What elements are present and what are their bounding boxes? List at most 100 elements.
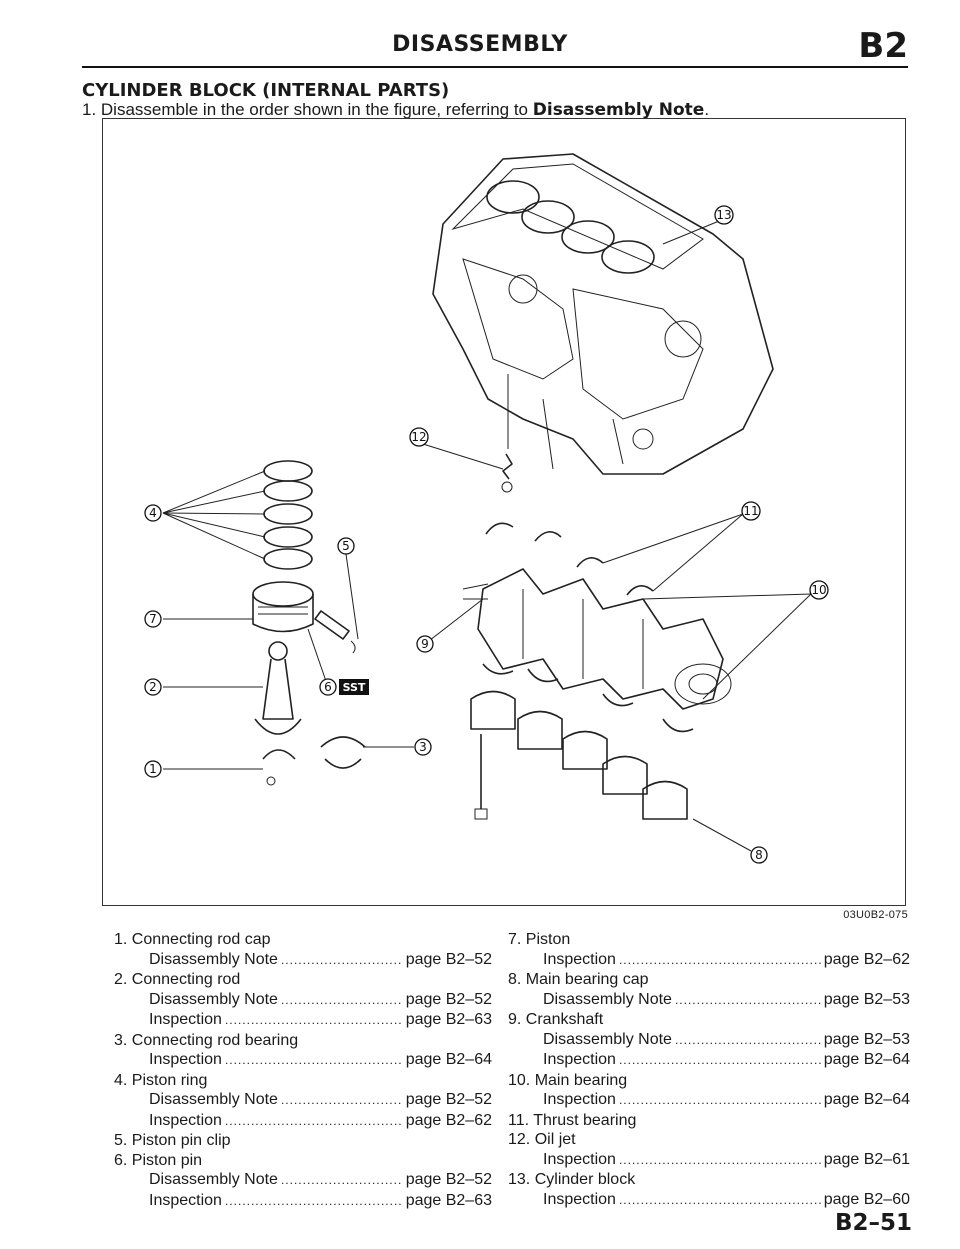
svg-text:3: 3 (419, 740, 427, 754)
instruction-suffix: . (704, 100, 710, 119)
reference-page: page B2–64 (405, 1051, 492, 1068)
part-number: 9. (508, 1011, 522, 1028)
svg-text:10: 10 (811, 583, 826, 597)
reference-label: Disassembly Note (543, 1030, 672, 1048)
callout-6: 6 (319, 678, 337, 696)
part-reference: Disassembly Notepage B2–52 (114, 990, 492, 1011)
part-item: 8. Main bearing cap (508, 970, 910, 990)
reference-page: page B2–52 (405, 1091, 492, 1108)
part-reference: Inspection page B2–62 (508, 950, 910, 971)
piston-drawing (252, 581, 314, 633)
reference-label: Disassembly Note (543, 990, 672, 1008)
part-item: 2. Connecting rod (114, 970, 492, 990)
part-name: Piston ring (131, 1071, 208, 1089)
dot-leader (281, 1171, 403, 1191)
part-name: Main bearing cap (525, 971, 649, 988)
part-name: Piston pin clip (131, 1132, 231, 1149)
part-item: 9. Crankshaft (508, 1010, 910, 1030)
reference-page: page B2–52 (405, 1171, 492, 1188)
main-bearing-caps-drawing (470, 690, 688, 820)
reference-label: Disassembly Note (149, 1091, 278, 1108)
part-number: 1. (114, 931, 128, 948)
dot-leader (281, 1091, 403, 1111)
part-number: 8. (508, 971, 522, 988)
callout-13: 13 (714, 205, 734, 225)
page-number: B2–51 (834, 1210, 912, 1236)
part-number: 4. (114, 1071, 128, 1089)
svg-text:8: 8 (755, 848, 763, 862)
dot-leader (225, 1051, 403, 1071)
callout-9: 9 (416, 635, 434, 653)
part-reference: Disassembly Note page B2–53 (508, 990, 910, 1011)
svg-text:12: 12 (411, 430, 426, 444)
part-number: 5. (114, 1132, 128, 1149)
sst-badge: SST (339, 679, 369, 695)
callout-8: 8 (750, 846, 768, 864)
dot-leader (225, 1112, 403, 1132)
part-item: 1. Connecting rod cap (114, 930, 492, 950)
callout-10: 10 (809, 580, 829, 600)
part-name: Connecting rod bearing (131, 1031, 299, 1049)
part-number: 13. (508, 1171, 531, 1188)
reference-page: page B2–62 (823, 950, 910, 968)
part-name: Piston pin (131, 1151, 203, 1169)
instruction-prefix: 1. Disassemble in the order shown in the… (82, 100, 529, 119)
reference-label: Inspection (543, 1051, 616, 1068)
reference-label: Inspection (543, 1190, 616, 1208)
part-number: 7. (508, 931, 522, 948)
connecting-rod-bearing-drawing (320, 736, 366, 769)
dot-leader (619, 1091, 821, 1111)
piston-pin-drawing (314, 610, 356, 654)
page-title: DISASSEMBLY (392, 32, 568, 57)
part-number: 6. (114, 1151, 128, 1169)
callout-3: 3 (414, 738, 432, 756)
callout-5: 5 (337, 537, 355, 555)
callout-1: 1 (144, 760, 162, 778)
reference-page: page B2–53 (823, 990, 910, 1008)
piston-rings-drawing (263, 460, 313, 570)
callout-7: 7 (144, 610, 162, 628)
callout-12: 12 (409, 427, 429, 447)
crankshaft-drawing (462, 568, 732, 710)
reference-page: page B2–61 (823, 1150, 910, 1168)
reference-label: Inspection (149, 1111, 222, 1129)
dot-leader (675, 991, 821, 1011)
part-reference: Disassembly Notepage B2–53 (508, 1030, 910, 1051)
part-item: 4. Piston ring (114, 1071, 492, 1091)
part-name: Cylinder block (534, 1171, 636, 1188)
svg-text:2: 2 (149, 680, 157, 694)
oil-jet-drawing (501, 453, 513, 493)
dot-leader (619, 1051, 821, 1071)
dot-leader (619, 1191, 821, 1211)
svg-text:6: 6 (324, 680, 332, 694)
part-item: 5. Piston pin clip (114, 1131, 492, 1151)
reference-label: Inspection (543, 1150, 616, 1168)
part-reference: Inspectionpage B2–64 (508, 1090, 910, 1111)
part-item: 6. Piston pin (114, 1151, 492, 1171)
section-title: CYLINDER BLOCK (INTERNAL PARTS) (82, 80, 450, 101)
reference-label: Inspection (543, 950, 616, 968)
dot-leader (281, 991, 403, 1011)
reference-page: page B2–60 (823, 1190, 910, 1208)
part-number: 2. (114, 971, 128, 988)
part-item: 10. Main bearing (508, 1071, 910, 1091)
reference-label: Inspection (149, 1051, 222, 1068)
part-reference: Inspectionpage B2–63 (114, 1191, 492, 1212)
part-reference: Inspectionpage B2–64 (508, 1050, 910, 1071)
dot-leader (619, 1151, 821, 1171)
callout-2: 2 (144, 678, 162, 696)
part-name: Piston (525, 931, 571, 948)
svg-text:5: 5 (342, 539, 350, 553)
part-reference: Inspection page B2–61 (508, 1150, 910, 1171)
part-reference: Disassembly Notepage B2–52 (114, 1170, 492, 1191)
instruction-text: 1. Disassemble in the order shown in the… (82, 100, 709, 120)
cylinder-block-drawing (432, 153, 774, 475)
parts-list-right: 7. PistonInspectionpage B2–628. Main bea… (508, 930, 910, 1210)
dot-leader (619, 951, 821, 971)
reference-label: Inspection (149, 1191, 222, 1209)
part-item: 7. Piston (508, 930, 910, 950)
reference-page: page B2–52 (405, 950, 492, 968)
reference-label: Disassembly Note (149, 950, 278, 968)
part-name: Connecting rod cap (131, 931, 271, 948)
